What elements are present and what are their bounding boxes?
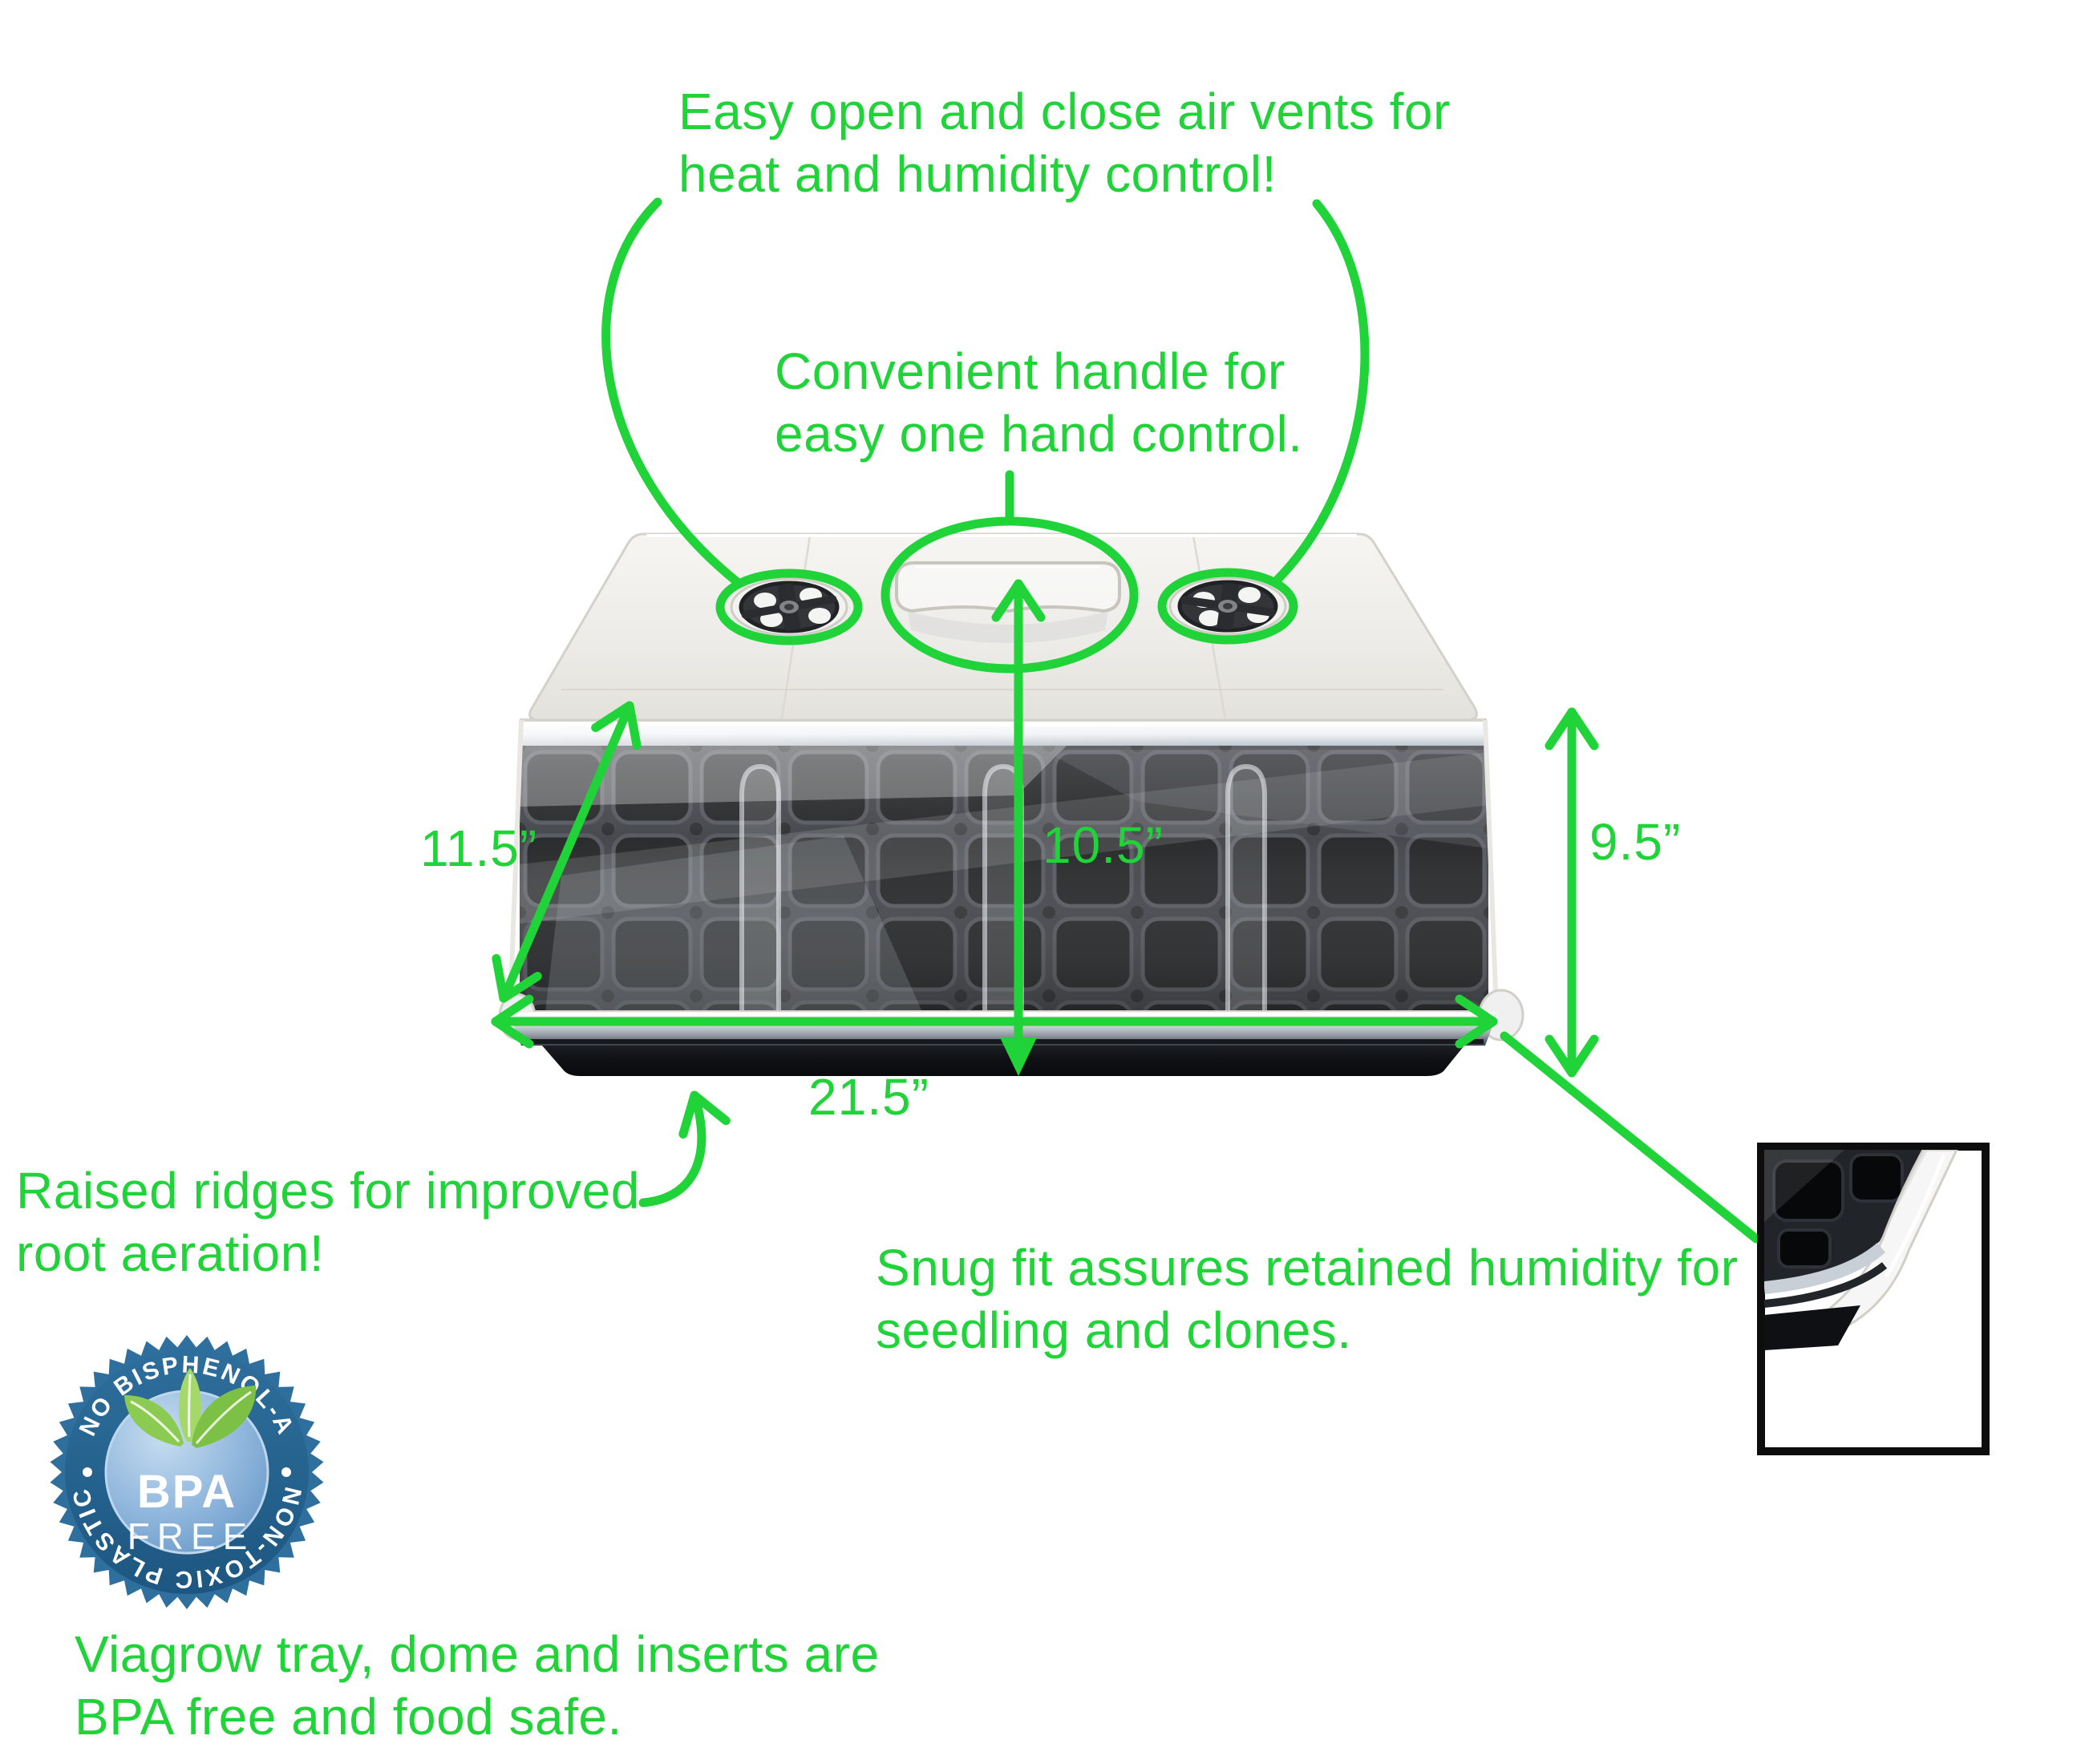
dome-rib xyxy=(1225,763,1267,1012)
note-snug-fit: Snug fit assures retained humidity for s… xyxy=(876,1239,1739,1359)
inset-leader-line xyxy=(1500,1031,1761,1244)
wall-right-edge xyxy=(1483,719,1499,1013)
dome-rib xyxy=(739,763,781,1012)
callout-curve-left-vent xyxy=(601,197,744,589)
tray-base xyxy=(542,1046,1464,1076)
vent-circle-annotation-right xyxy=(1157,568,1298,645)
dimension-arrow-depth xyxy=(492,701,642,1003)
badge-bpa-text: BPA xyxy=(137,1466,237,1518)
note-raised-ridges: Raised ridges for improved root aeration… xyxy=(16,1162,640,1282)
note-air-vents: Easy open and close air vents for heat a… xyxy=(678,83,1451,203)
bpa-free-badge: NO BISPHENOL-A NON-TOXIC PLASTIC BPA FRE… xyxy=(50,1335,324,1609)
dimension-label-width: 21.5” xyxy=(808,1068,929,1126)
glare-top xyxy=(520,746,1067,807)
note-bpa-free: Viagrow tray, dome and inserts are BPA f… xyxy=(75,1625,880,1746)
air-vent-icon-left xyxy=(730,577,848,637)
raised-ridges-arrow xyxy=(638,1090,731,1208)
leaf-icon xyxy=(124,1368,257,1448)
annotation-overlay xyxy=(491,197,1761,1244)
dimension-label-inner-height: 10.5” xyxy=(1042,816,1164,874)
dimension-label-outer-height: 9.5” xyxy=(1589,813,1682,871)
badge-free-text: FREE xyxy=(128,1515,255,1557)
product-photo xyxy=(498,532,1524,1076)
callout-curve-right-vent xyxy=(1272,199,1370,585)
note-handle: Convenient handle for easy one hand cont… xyxy=(775,342,1303,463)
dome-front-wall xyxy=(508,718,1499,1013)
badge-dot-left xyxy=(83,1467,92,1477)
inset-zoom-box xyxy=(1757,1143,1990,1455)
badge-dot-right xyxy=(281,1467,291,1477)
glare-diagonal xyxy=(520,752,1488,924)
air-vent-icon-right xyxy=(1168,577,1287,636)
vent-circle-annotation-left xyxy=(715,568,863,645)
dimension-label-depth: 11.5” xyxy=(420,819,538,877)
dome-handle xyxy=(895,561,1121,643)
inset-photo xyxy=(1764,1150,1958,1350)
